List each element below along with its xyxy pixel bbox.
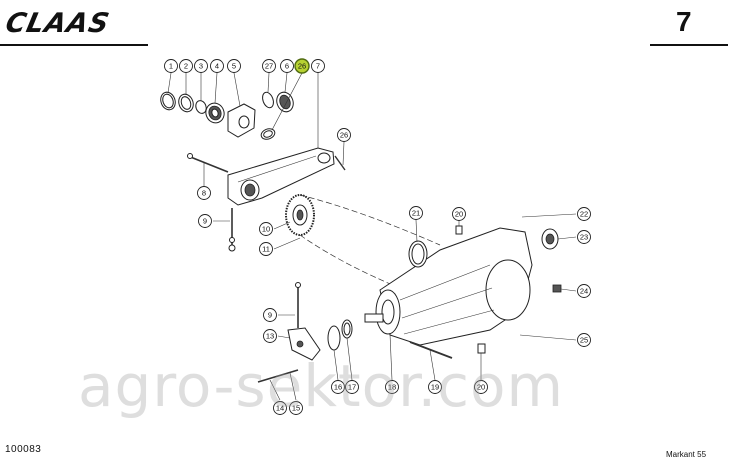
part-pin-26 bbox=[334, 155, 346, 171]
svg-text:19: 19 bbox=[431, 383, 439, 392]
svg-text:5: 5 bbox=[232, 62, 236, 71]
part-bolt-19 bbox=[409, 341, 453, 359]
part-ring-17 bbox=[341, 319, 353, 339]
part-bolt-14 bbox=[257, 369, 299, 383]
part-ring-1 bbox=[160, 91, 176, 111]
svg-text:11: 11 bbox=[262, 245, 270, 254]
svg-text:2: 2 bbox=[184, 62, 188, 71]
part-sprocket-10 bbox=[285, 194, 315, 236]
callout-8: 8 bbox=[197, 186, 211, 200]
part-gearbox-housing bbox=[364, 227, 533, 346]
callout-20-lower: 20 bbox=[474, 380, 488, 394]
callout-23: 23 bbox=[577, 230, 591, 244]
part-bearing-6 bbox=[276, 91, 294, 113]
part-ring-26 bbox=[260, 128, 276, 140]
svg-text:9: 9 bbox=[203, 217, 207, 226]
callout-20-upper: 20 bbox=[452, 207, 466, 221]
callout-13: 13 bbox=[263, 329, 277, 343]
svg-text:13: 13 bbox=[266, 332, 274, 341]
page-number: 7 bbox=[676, 6, 692, 37]
part-bolt-9-lower bbox=[295, 282, 301, 328]
callout-16: 16 bbox=[331, 380, 345, 394]
svg-text:10: 10 bbox=[262, 225, 270, 234]
callout-10: 10 bbox=[259, 222, 273, 236]
svg-text:14: 14 bbox=[276, 404, 284, 413]
leader-lines bbox=[167, 72, 577, 401]
callout-1: 1 bbox=[164, 59, 178, 73]
callout-7: 7 bbox=[311, 59, 325, 73]
svg-text:18: 18 bbox=[388, 383, 396, 392]
callout-3: 3 bbox=[194, 59, 208, 73]
part-seal-23 bbox=[541, 228, 559, 250]
svg-text:7: 7 bbox=[316, 62, 320, 71]
callout-14: 14 bbox=[273, 401, 287, 415]
svg-text:9: 9 bbox=[268, 311, 272, 320]
callout-9-upper: 9 bbox=[198, 214, 212, 228]
svg-text:20: 20 bbox=[477, 383, 485, 392]
callout-6: 6 bbox=[280, 59, 294, 73]
callout-15: 15 bbox=[289, 401, 303, 415]
document-number: 100083 bbox=[5, 444, 42, 455]
callout-24: 24 bbox=[577, 284, 591, 298]
model-name: Markant 55 bbox=[666, 450, 707, 459]
svg-text:26: 26 bbox=[340, 131, 348, 140]
svg-text:22: 22 bbox=[580, 210, 588, 219]
callout-9-lower: 9 bbox=[263, 308, 277, 322]
svg-text:6: 6 bbox=[285, 62, 289, 71]
svg-text:15: 15 bbox=[292, 404, 300, 413]
svg-text:17: 17 bbox=[348, 383, 356, 392]
part-housing-5 bbox=[227, 103, 256, 138]
svg-text:3: 3 bbox=[199, 62, 203, 71]
callout-19: 19 bbox=[428, 380, 442, 394]
part-seal-16 bbox=[327, 325, 341, 351]
svg-text:26: 26 bbox=[298, 62, 306, 71]
callout-17: 17 bbox=[345, 380, 359, 394]
svg-text:25: 25 bbox=[580, 336, 588, 345]
header-rule-right bbox=[650, 44, 728, 46]
svg-text:23: 23 bbox=[580, 233, 588, 242]
callout-25: 25 bbox=[577, 333, 591, 347]
part-bolt-9-upper bbox=[228, 208, 236, 252]
callout-26-highlighted[interactable]: 26 bbox=[294, 58, 310, 74]
callout-2: 2 bbox=[179, 59, 193, 73]
callout-5: 5 bbox=[227, 59, 241, 73]
callout-27: 27 bbox=[262, 59, 276, 73]
part-circlip-27 bbox=[262, 91, 274, 109]
callout-4: 4 bbox=[210, 59, 224, 73]
svg-text:1: 1 bbox=[169, 62, 173, 71]
callout-11: 11 bbox=[259, 242, 273, 256]
svg-text:4: 4 bbox=[215, 62, 219, 71]
part-arm-7 bbox=[227, 147, 335, 206]
svg-text:20: 20 bbox=[455, 210, 463, 219]
callout-26: 26 bbox=[337, 128, 351, 142]
part-oring-21 bbox=[408, 240, 428, 268]
callout-18: 18 bbox=[385, 380, 399, 394]
svg-text:24: 24 bbox=[580, 287, 588, 296]
svg-text:27: 27 bbox=[265, 62, 273, 71]
header-rule-left bbox=[0, 44, 148, 46]
part-bracket-13 bbox=[287, 327, 321, 361]
part-washer-3 bbox=[195, 100, 207, 114]
svg-text:16: 16 bbox=[334, 383, 342, 392]
part-ring-2 bbox=[178, 93, 194, 113]
callout-21: 21 bbox=[409, 206, 423, 220]
part-plug-24 bbox=[552, 284, 562, 293]
part-bolt-8 bbox=[187, 153, 229, 173]
svg-text:21: 21 bbox=[412, 209, 420, 218]
part-bearing-4 bbox=[205, 102, 225, 124]
svg-text:8: 8 bbox=[202, 189, 206, 198]
callout-22: 22 bbox=[577, 207, 591, 221]
